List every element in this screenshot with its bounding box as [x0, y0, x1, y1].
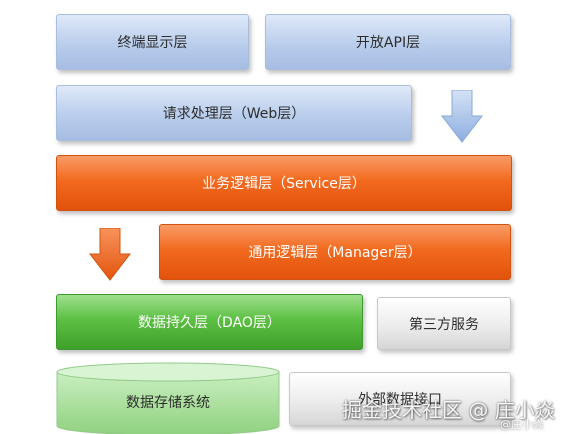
- open-api-layer: 开放API层: [265, 14, 511, 70]
- dao-label: 数据持久层（DAO层）: [138, 315, 281, 331]
- watermark-main: 掘金技术社区 @ 庄小焱: [342, 398, 555, 422]
- storage-system: 数据存储系统: [56, 380, 280, 424]
- terminal-display-label: 终端显示层: [117, 35, 188, 51]
- terminal-display-layer: 终端显示层: [56, 14, 249, 70]
- manager-label: 通用逻辑层（Manager层）: [248, 245, 422, 261]
- watermark-sub: @庄小焱: [500, 418, 544, 431]
- web-request-layer: 请求处理层（Web层）: [56, 85, 412, 141]
- service-label: 业务逻辑层（Service层）: [202, 176, 366, 192]
- third-party-service: 第三方服务: [377, 297, 511, 350]
- storage-label: 数据存储系统: [126, 395, 210, 411]
- manager-layer: 通用逻辑层（Manager层）: [159, 224, 511, 280]
- external-api-label: 外部数据接口: [358, 392, 442, 408]
- service-layer: 业务逻辑层（Service层）: [56, 155, 512, 211]
- third-party-label: 第三方服务: [409, 316, 479, 333]
- down-arrow-orange-icon: [88, 228, 132, 281]
- web-request-label: 请求处理层（Web层）: [162, 106, 306, 122]
- dao-layer: 数据持久层（DAO层）: [56, 294, 363, 350]
- external-data-api: 外部数据接口: [289, 372, 511, 426]
- open-api-label: 开放API层: [355, 35, 421, 51]
- down-arrow-icon: [440, 90, 484, 143]
- storage-cylinder-icon: [56, 362, 280, 434]
